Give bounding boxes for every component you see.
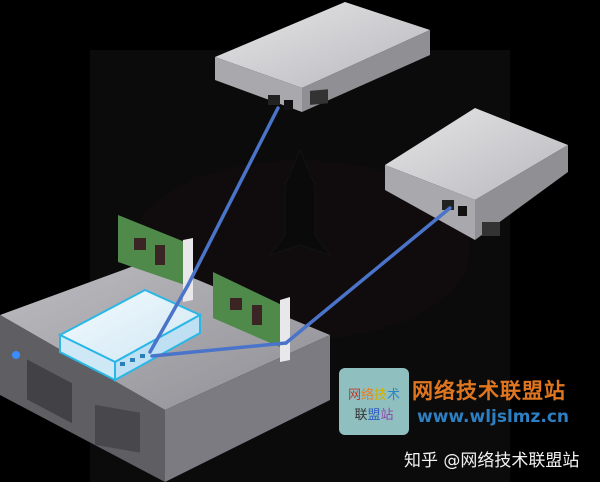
physical-switch-1 — [215, 2, 430, 112]
cable-nic1-vswitch — [148, 283, 190, 354]
power-led-icon — [12, 351, 20, 359]
watermark-title: 网络技术联盟站 — [412, 379, 566, 403]
watermark-url: www.wljslmz.cn — [417, 407, 570, 427]
logo-char: 术 — [387, 388, 401, 403]
logo-line-2: 联盟站 — [339, 404, 409, 423]
nic-bracket — [280, 297, 290, 362]
physical-switch-2 — [385, 108, 568, 240]
watermark-logo: 网络技术 联盟站 — [339, 368, 409, 435]
nic-1 — [118, 215, 193, 302]
logo-char: 站 — [380, 408, 394, 423]
cable-switch2-nic2 — [284, 206, 452, 345]
logo-char: 络 — [360, 388, 374, 403]
cable-nic2-vswitch — [150, 341, 288, 358]
logo-char: 网 — [347, 388, 361, 403]
cable-switch1-nic1 — [186, 106, 280, 287]
virtual-switch — [57, 288, 203, 382]
watermark-credit: 知乎 @网络技术联盟站 — [404, 451, 580, 471]
nic-2 — [213, 272, 290, 362]
port-group — [442, 200, 500, 236]
logo-char: 技 — [374, 388, 388, 403]
logo-line-1: 网络技术 — [339, 384, 409, 403]
logo-char: 联 — [354, 408, 368, 423]
logo-char: 盟 — [367, 408, 381, 423]
port-group — [268, 89, 328, 110]
cables — [148, 106, 452, 358]
